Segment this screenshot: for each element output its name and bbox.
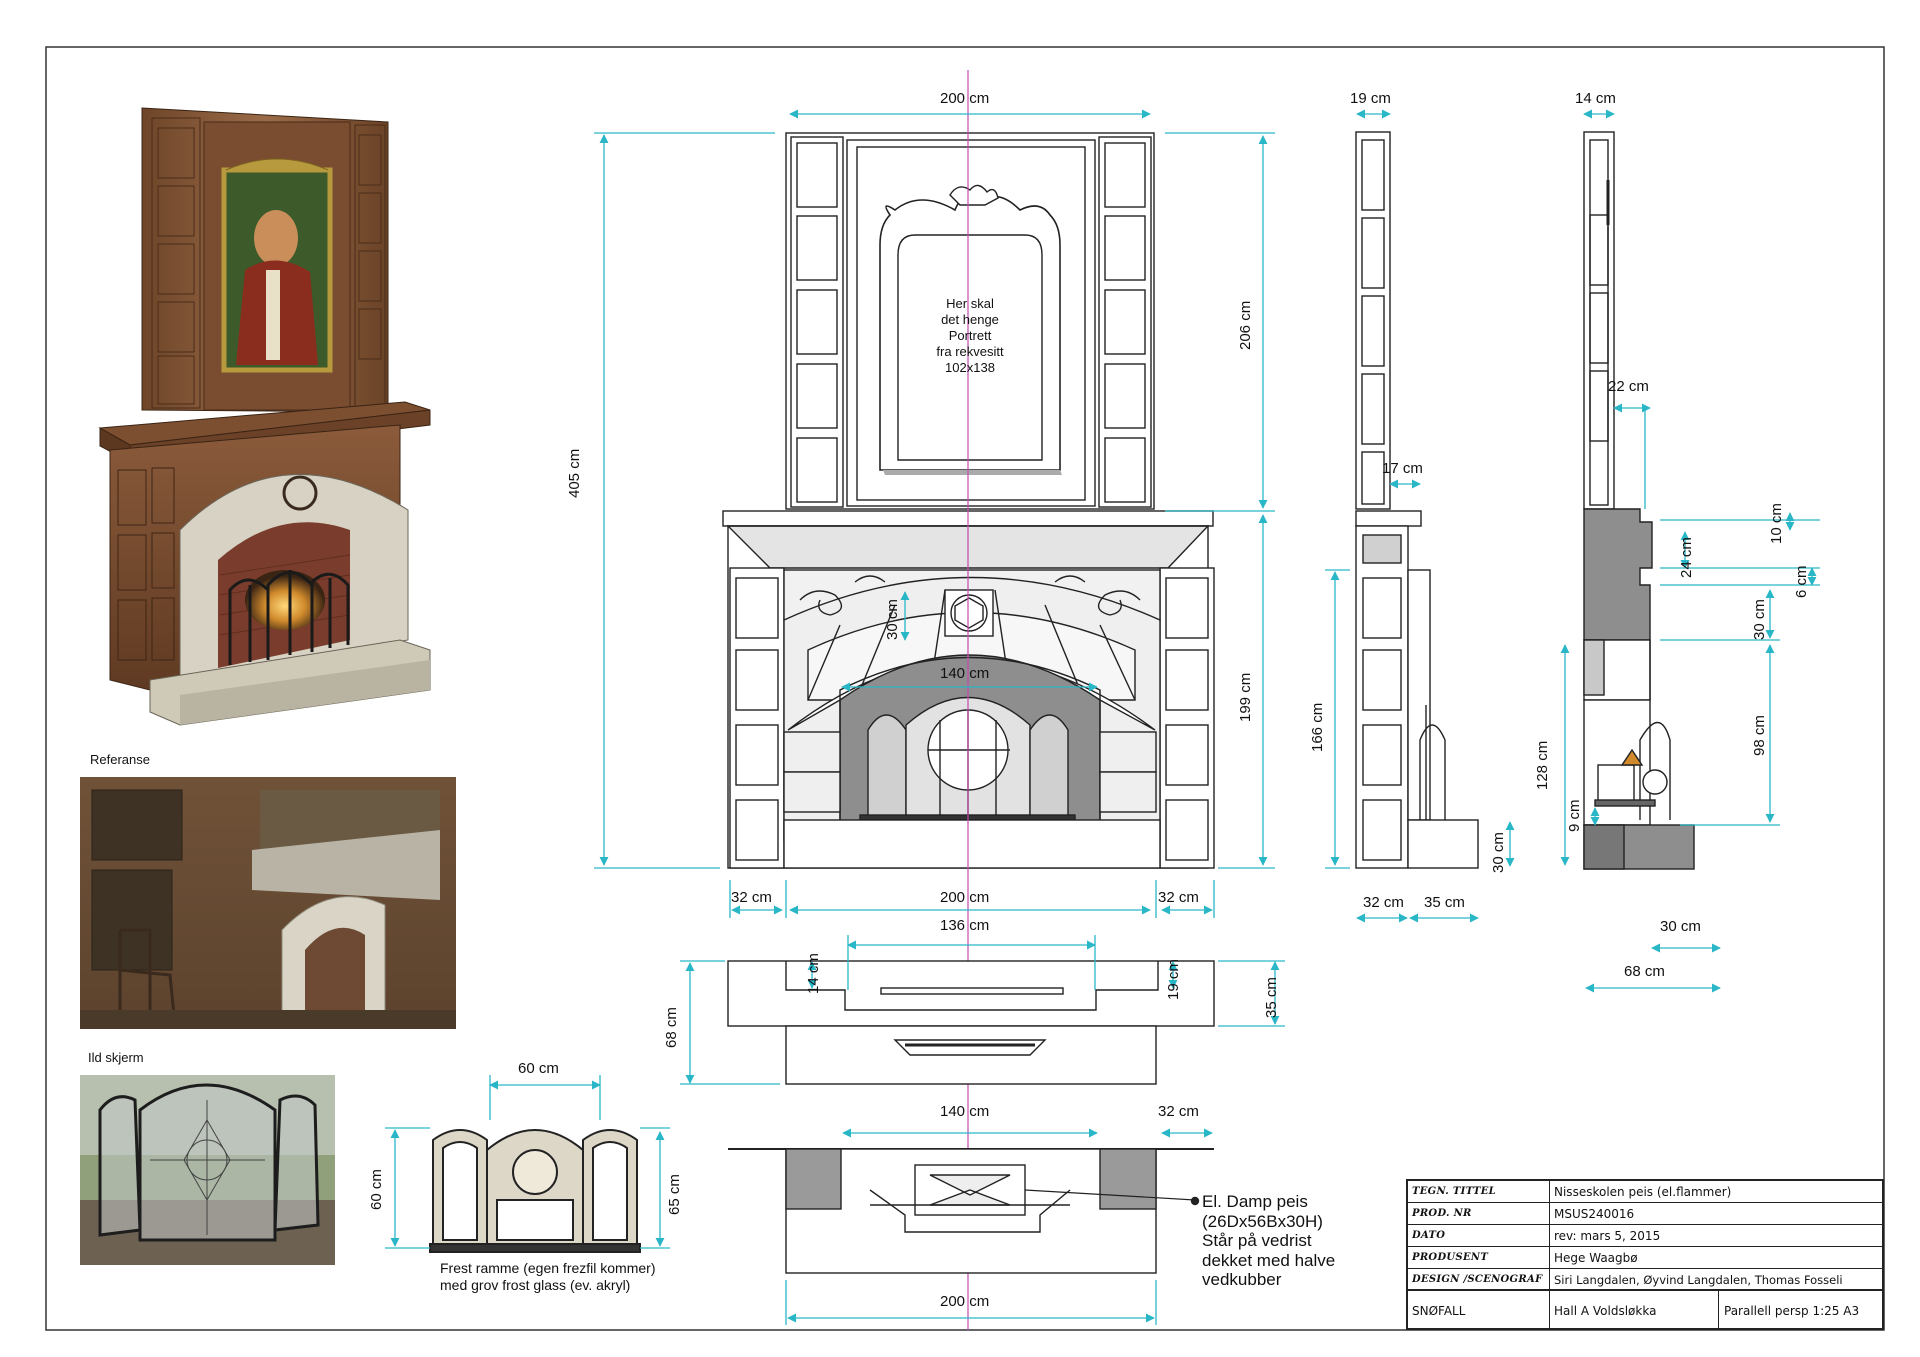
burner-note-line: Står på vedrist [1202,1231,1312,1250]
title-block-row: DATO rev: mars 5, 2015 [1408,1225,1882,1247]
portrait-note-line: det henge [941,312,999,327]
title-block-divider-2 [1718,1291,1719,1330]
portrait-note-line: Portrett [948,328,992,343]
dim-section-top: 14 cm [1575,90,1616,107]
dim-plan-136: 136 cm [940,917,990,934]
burner-note: El. Damp peis (26Dx56Bx30H) Står på vedr… [1202,1192,1335,1290]
dim-section-128: 128 cm [1534,740,1551,790]
client-name: SNØFALL [1412,1304,1466,1318]
date-key: DATO [1412,1230,1446,1241]
fireplace-3d-render [98,107,431,726]
dim-plan-19: 19 cm [1165,959,1182,1000]
title-block-row: TEGN. TITTEL Nisseskolen peis (el.flamme… [1408,1181,1882,1203]
dim-right-pilaster: 32 cm [1158,889,1199,906]
dim-section-30c: 30 cm [1660,918,1701,935]
dim-left-pilaster: 32 cm [731,889,772,906]
design-value: Siri Langdalen, Øyvind Langdalen, Thomas… [1554,1273,1843,1287]
dim-opening-width: 140 cm [940,665,990,682]
title-block-bottom: SNØFALL Hall A Voldsløkka Parallell pers… [1408,1291,1882,1330]
dim-arch-keystone: 30 cm [884,599,901,640]
dim-side-depth-top: 19 cm [1350,90,1391,107]
front-elevation [722,70,1215,1330]
dim-front-width-top: 200 cm [940,90,990,107]
title-value: Nisseskolen peis (el.flammer) [1554,1185,1732,1199]
dim-plan-68: 68 cm [663,1007,680,1048]
plan-view-firebox [728,1148,1214,1274]
title-block: TEGN. TITTEL Nisseskolen peis (el.flamme… [1406,1179,1884,1330]
dim-side-166: 166 cm [1309,702,1326,752]
dim-total-height: 405 cm [566,448,583,498]
title-block-row: PRODUSENT Hege Waagbø [1408,1247,1882,1269]
burner-note-line: vedkubber [1202,1270,1282,1289]
section-view [1583,131,1695,870]
dim-section-6: 6 cm [1793,565,1810,598]
title-block-divider [1549,1181,1550,1328]
fire-screen-drawing [429,1129,641,1253]
dim-section-9: 9 cm [1566,799,1583,832]
dim-section-30a: 30 cm [1751,599,1768,640]
fire-screen-photo [80,1075,335,1265]
dim-screen-60h: 60 cm [368,1169,385,1210]
portrait-note-line: 102x138 [945,360,995,375]
dim-plan-35: 35 cm [1263,977,1280,1018]
title-key: TEGN. TITTEL [1412,1186,1496,1197]
portrait-note-line: fra rekvesitt [936,344,1004,359]
prod-nr-value: MSUS240016 [1554,1207,1635,1221]
date-value: rev: mars 5, 2015 [1554,1229,1661,1243]
dim-section-68: 68 cm [1624,963,1665,980]
title-block-row: PROD. NR MSUS240016 [1408,1203,1882,1225]
venue-name: Hall A Voldsløkka [1554,1304,1657,1318]
dim-plan2-32: 32 cm [1158,1103,1199,1120]
dim-plan2-200: 200 cm [940,1293,990,1310]
burner-note-line: El. Damp peis [1202,1192,1308,1211]
fire-screen-caption: Ild skjerm [88,1050,144,1065]
dim-section-24: 24 cm [1678,537,1695,578]
dim-side-30: 30 cm [1490,832,1507,873]
prod-nr-key: PROD. NR [1412,1208,1472,1219]
dim-front-width-bottom: 200 cm [940,889,990,906]
portrait-note-line: Her skal [946,296,994,311]
producer-key: PRODUSENT [1412,1252,1489,1263]
dim-side-35: 35 cm [1424,894,1465,911]
frost-frame-note-1: Frest ramme (egen frezfil kommer) [440,1260,656,1276]
dim-screen-65h: 65 cm [666,1174,683,1215]
dim-upper-height: 206 cm [1237,300,1254,350]
design-key: DESIGN /SCENOGRAF [1412,1274,1543,1285]
dim-plan2-140: 140 cm [940,1103,990,1120]
reference-caption: Referanse [90,752,150,767]
dim-section-10: 10 cm [1768,503,1785,544]
producer-value: Hege Waagbø [1554,1251,1638,1265]
burner-note-line: dekket med halve [1202,1250,1336,1270]
dimension-lines [385,109,1820,1325]
dim-side-17: 17 cm [1382,460,1423,477]
scale-note: Parallell persp 1:25 A3 [1724,1304,1860,1318]
title-block-row: DESIGN /SCENOGRAF Siri Langdalen, Øyvind… [1408,1269,1882,1291]
side-elevation [1355,131,1479,869]
dim-side-32: 32 cm [1363,894,1404,911]
dim-lower-height: 199 cm [1237,672,1254,722]
sheet-border [45,46,1885,1331]
dim-plan-14: 14 cm [805,953,822,994]
reference-photo [80,777,456,1029]
burner-note-line: (26Dx56Bx30H) [1202,1211,1323,1231]
dim-screen-60w: 60 cm [518,1060,559,1077]
dim-section-98: 98 cm [1751,715,1768,756]
plan-view-mantel [727,960,1215,1085]
dim-section-22: 22 cm [1608,378,1649,395]
portrait-note: Her skal det henge Portrett fra rekvesit… [910,296,1030,376]
frost-frame-note-2: med grov frost glass (ev. akryl) [440,1277,631,1293]
